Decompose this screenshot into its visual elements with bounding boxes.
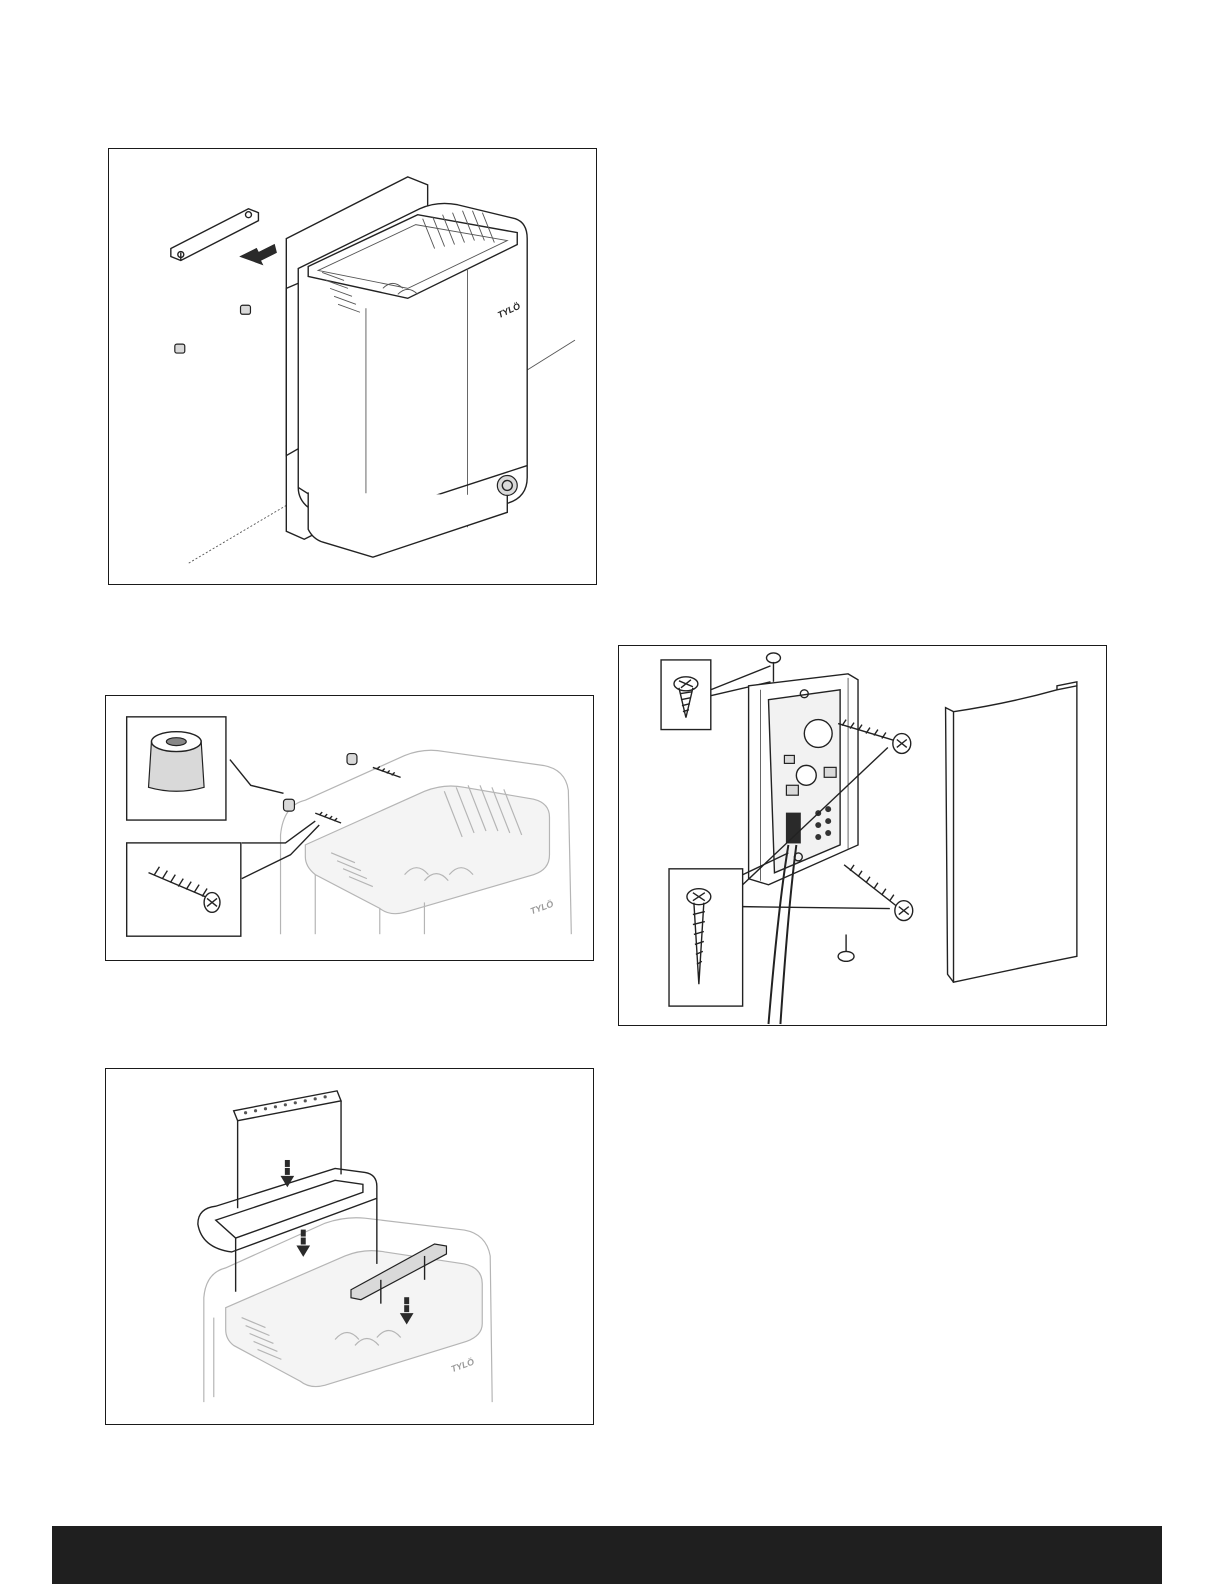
- footer-bar: [52, 1526, 1162, 1584]
- heater-screw-installation-illustration: TYLÖ: [106, 696, 593, 960]
- heater-wall-mount-illustration: TYLÖ: [109, 149, 596, 584]
- brand-logo: TYLÖ: [450, 1357, 476, 1375]
- figure-control-panel-cover: [618, 645, 1107, 1026]
- heater-stone-guard-assembly-illustration: TYLÖ: [106, 1069, 593, 1424]
- figure-stone-guard-assembly: TYLÖ: [105, 1068, 594, 1425]
- control-panel-cover-mounting-illustration: [619, 646, 1106, 1025]
- brand-logo: TYLÖ: [529, 899, 555, 917]
- figure-wall-mounting: TYLÖ: [108, 148, 597, 585]
- figure-screw-installation: TYLÖ: [105, 695, 594, 961]
